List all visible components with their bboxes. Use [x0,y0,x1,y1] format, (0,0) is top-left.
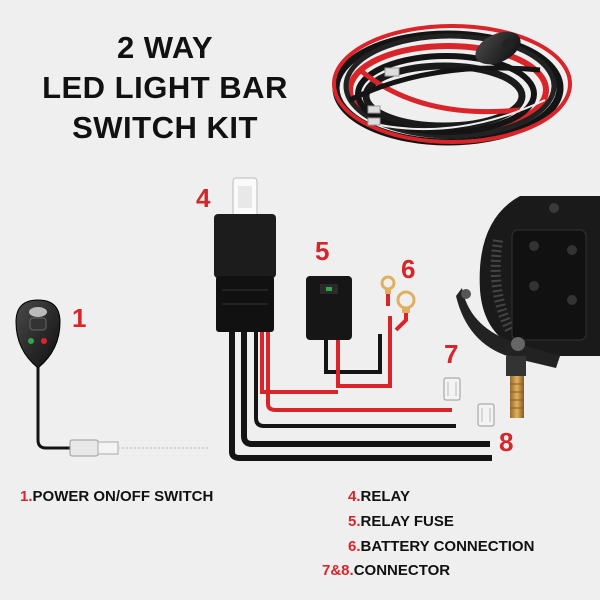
title-line-2: LED LIGHT BAR [42,70,288,105]
kit-title: 2 WAY LED LIGHT BAR SWITCH KIT [0,28,330,148]
legend-number: 5. [348,513,361,530]
title-line-3: SWITCH KIT [72,110,258,145]
battery-connection-image [380,275,416,313]
relay-fuse-image [306,276,352,340]
title-line-1: 2 WAY [116,30,214,65]
callout-8: 8 [499,427,514,457]
callout-7: 7 [444,339,459,369]
callout-6: 6 [401,254,416,284]
legend-text: BATTERY CONNECTION [360,538,535,555]
legend-item-relay: 4.RELAY [348,488,410,505]
legend-text: RELAY FUSE [360,513,454,530]
connector-7-image [443,377,461,401]
coiled-harness-image [332,24,572,146]
callout-4: 4 [196,183,211,213]
legend-number: 4. [348,488,361,505]
legend-number: 6. [348,538,361,555]
power-switch-image [15,299,61,369]
legend-text: POWER ON/OFF SWITCH [32,488,214,505]
legend-text: RELAY [360,488,410,505]
legend-text: CONNECTOR [353,562,451,579]
relay-image [214,177,276,332]
legend-item-connector: 7&8.CONNECTOR [322,562,450,579]
wires [36,290,492,461]
light-bar-image [456,196,600,418]
legend-number: 7&8. [322,562,354,579]
legend-item-relay-fuse: 5.RELAY FUSE [348,513,454,530]
callout-5: 5 [315,236,330,266]
callout-1: 1 [72,303,87,333]
legend-number: 1. [20,488,33,505]
legend-item-battery-connection: 6.BATTERY CONNECTION [348,538,534,555]
connector-8-image [477,403,495,427]
legend-item-power-switch: 1.POWER ON/OFF SWITCH [20,488,213,505]
